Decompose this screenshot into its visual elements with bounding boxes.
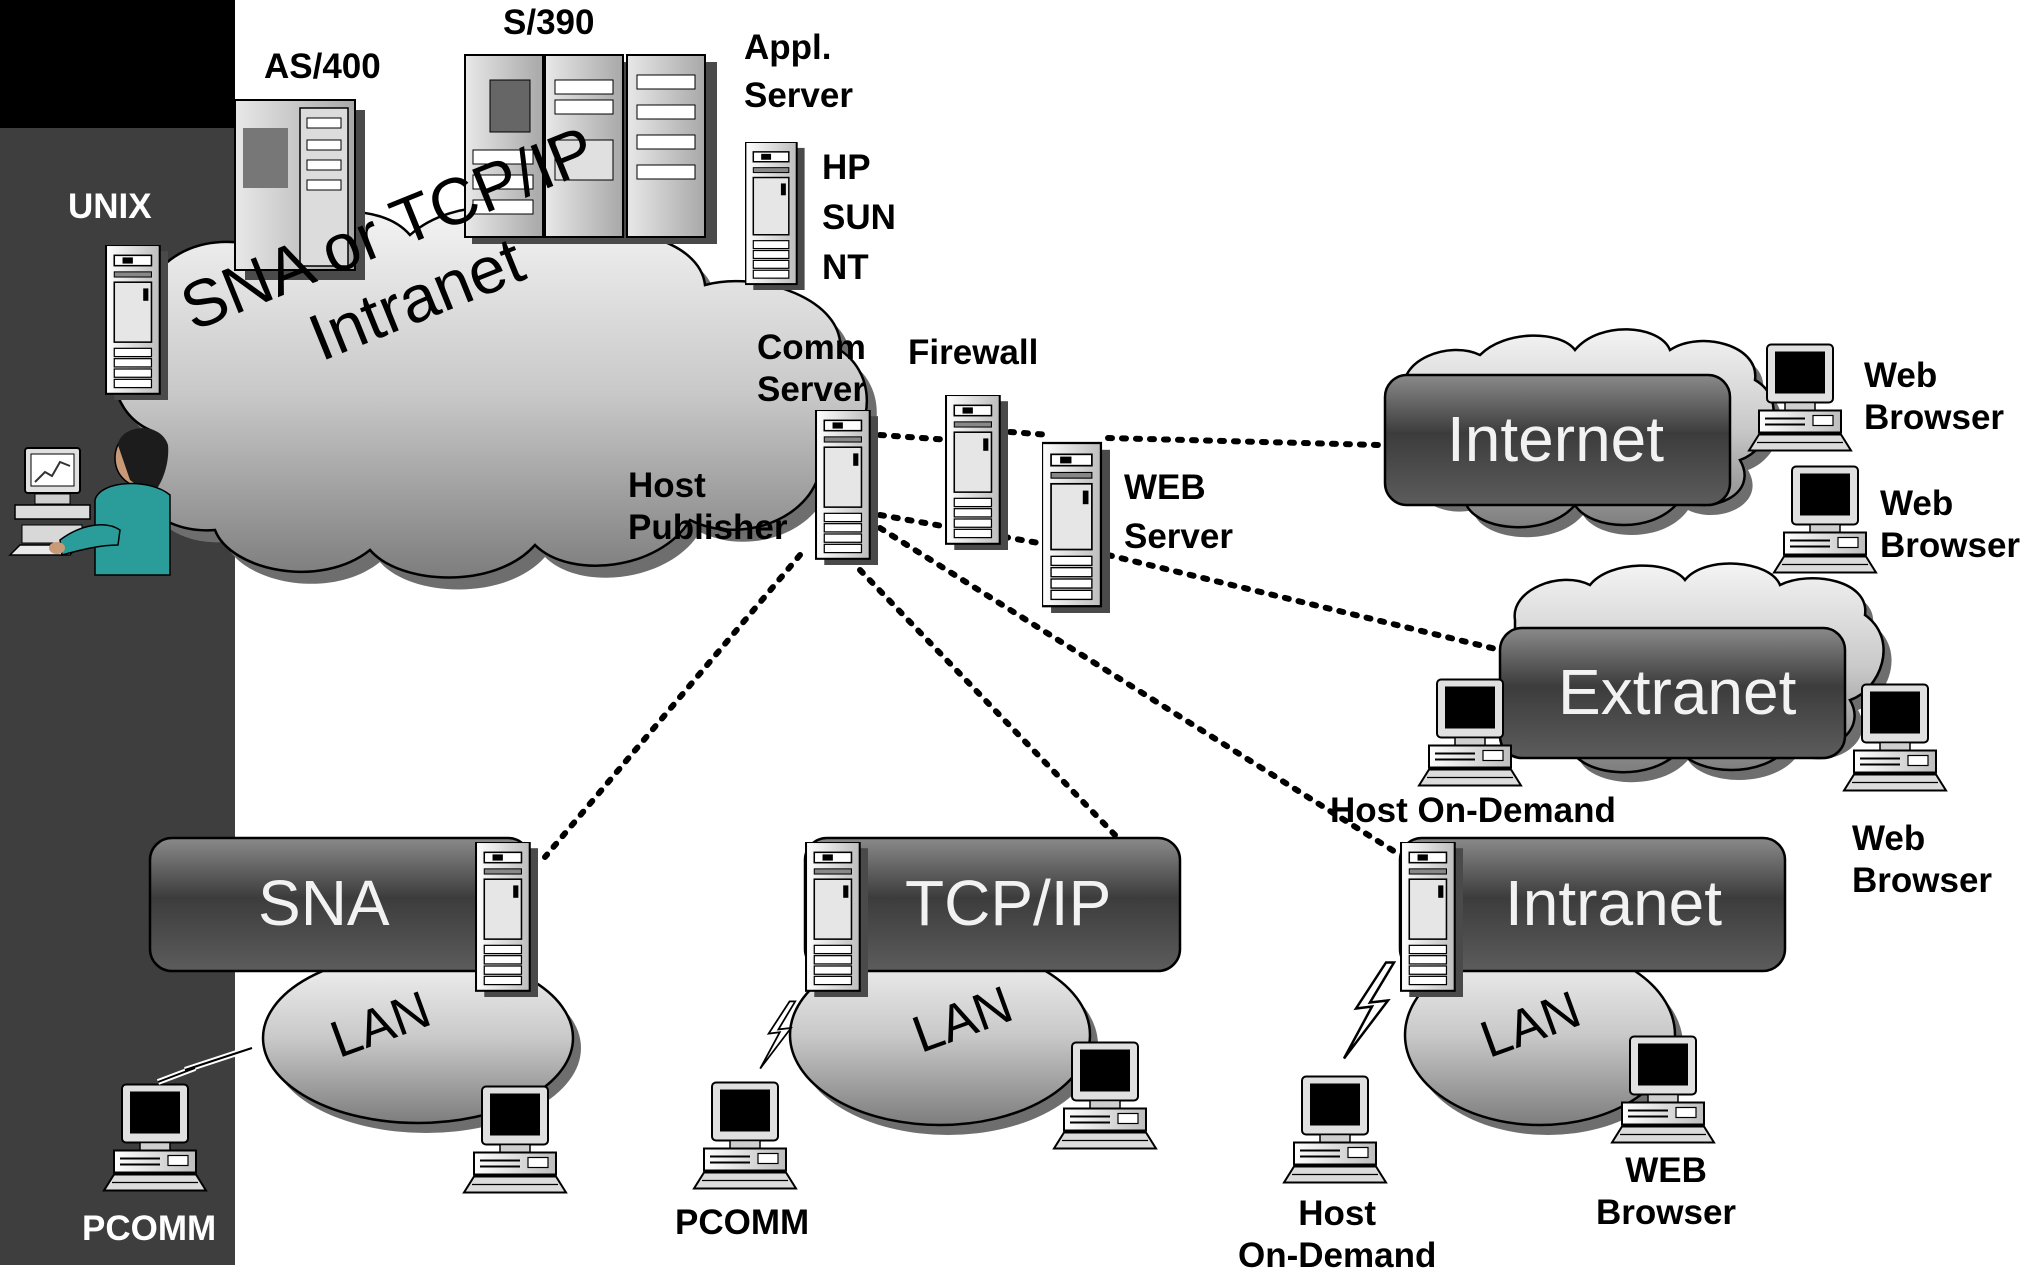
extranet-group [1498, 562, 1892, 783]
as400-label: AS/400 [264, 47, 381, 86]
link-firewall-webserver [1007, 429, 1053, 438]
tcpip-gateway-server-icon [805, 842, 869, 997]
pc-pcomm-mid-icon [692, 1081, 798, 1190]
pcomm-left-label: PCOMM [82, 1209, 217, 1248]
web-browser-2-label: Web Browser [1880, 484, 2020, 565]
link-webserver-internet [1105, 435, 1383, 448]
host-on-demand-top-label: Host On-Demand [1330, 791, 1616, 830]
extranet-title: Extranet [1558, 656, 1797, 728]
wireless-link-pcomm-left-icon [156, 1045, 253, 1085]
intranet-gateway-server-icon [1400, 842, 1464, 997]
host-on-demand-bottom-label: Host On-Demand [1238, 1194, 1437, 1275]
link-hostpub-sna [542, 552, 803, 860]
intranet-cloud [113, 206, 877, 590]
firewall-server-icon [945, 395, 1009, 550]
appl-server-icon [745, 142, 805, 290]
pc-pcomm-left-icon [102, 1083, 208, 1192]
appl-server-label: Appl. Server [744, 28, 853, 115]
web-browser-3-label: Web Browser [1852, 819, 1993, 900]
web-browser-bottom-label: WEB Browser [1596, 1151, 1737, 1232]
s390-mainframe-icon [464, 54, 717, 244]
host-publisher-server-icon [815, 410, 879, 565]
host-publisher-label: Host Publisher [628, 466, 788, 547]
pcomm-mid-label: PCOMM [675, 1203, 810, 1242]
comm-server-label: Comm Server [757, 328, 866, 409]
pc-internet-browser-2-icon [1772, 465, 1878, 574]
tcpip-title: TCP/IP [905, 867, 1112, 939]
web-server-icon [1042, 441, 1110, 615]
web-server-label: WEB Server [1124, 468, 1233, 556]
link-hostpub-intranet [877, 525, 1403, 858]
pc-hod-bottom-icon [1282, 1075, 1388, 1184]
internet-title: Internet [1447, 403, 1665, 475]
corner-block [0, 0, 235, 128]
s390-label: S/390 [503, 3, 595, 42]
intranet-title: Intranet [1505, 867, 1723, 939]
link-hostpub-tcpip [857, 567, 1118, 838]
unix-server-icon [105, 245, 169, 400]
firewall-label: Firewall [908, 333, 1039, 372]
internet-group [1383, 328, 1782, 538]
connection-lines [542, 429, 1503, 860]
web-browser-1-label: Web Browser [1864, 356, 2005, 437]
user-at-workstation-icon [8, 428, 171, 576]
link-webserver-extranet [1105, 552, 1503, 653]
wireless-link-hod-icon [1342, 960, 1396, 1061]
hp-sun-nt-label: HP SUN NT [822, 148, 896, 287]
unix-label: UNIX [68, 187, 152, 226]
as400-server-icon [234, 99, 365, 280]
sna-title: SNA [258, 867, 390, 939]
link-hostpub-firewall [877, 432, 953, 443]
sna-gateway-server-icon [475, 842, 539, 997]
